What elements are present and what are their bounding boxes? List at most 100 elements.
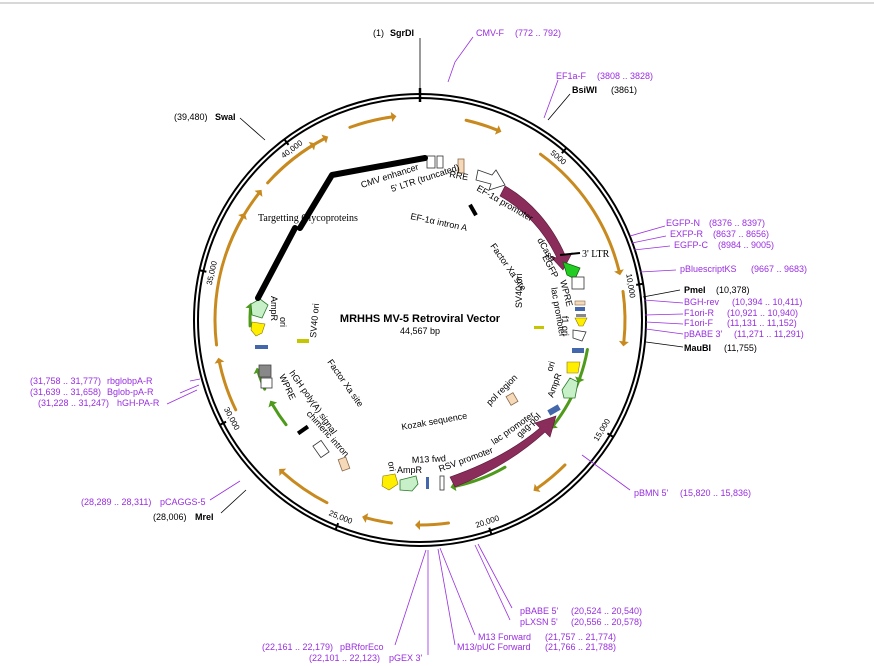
lac-promoter-box-2[interactable] [547,404,561,416]
factor-xa-box-1[interactable] [574,300,586,306]
mrei-range: (28,006) [153,512,187,522]
rbglob-range: (31,758 .. 31,777) [30,376,101,386]
plxsn-range: (20,556 .. 20,578) [571,617,642,627]
orange-arc-9-head [214,357,225,364]
wpre-feature[interactable] [571,276,585,290]
green-arc-3 [271,403,288,427]
pcaggs-name: pCAGGS-5 [160,497,206,507]
hghpa-name: hGH-PA-R [117,398,160,408]
sgrdi-name: SgrDI [390,28,414,38]
ampr-feature-3[interactable] [250,298,269,319]
sv40-ori-marker[interactable] [534,326,544,329]
ori-marker-2[interactable] [566,361,581,374]
rbglob-name: rbglobpA-R [107,376,153,386]
wpre-feature-2b[interactable] [260,377,273,389]
hgh-polya-marker[interactable] [296,424,310,436]
mrei-name: MreI [195,512,214,522]
tick-label-7: 35,000 [205,260,219,286]
m13-fwd-box[interactable] [426,477,429,489]
pbks-range: (9667 .. 9683) [751,264,807,274]
tick-mark-4 [488,527,493,535]
f1orif-name: F1ori-F [684,318,714,328]
ampr-label-1: AmpR [545,371,563,398]
maubi-range: (11,755) [724,343,757,353]
sv40-ori-marker-2[interactable] [297,339,309,343]
ef1af-name: EF1a-F [556,71,587,81]
f1-ori-feature[interactable] [572,329,587,342]
wpre-feature-2[interactable] [258,364,272,378]
green-arc-2 [578,348,589,380]
orange-arc-12-head [254,189,263,197]
pbabe3-name: pBABE 3' [684,329,723,339]
egfpc-range: (8984 .. 9005) [718,240,774,250]
ampr-label-2: AmpR [397,465,423,475]
green-arc-4-head [253,367,264,375]
maubi-leader [645,341,684,348]
ef1af-leader [543,79,559,119]
ltr5-box[interactable] [436,155,444,169]
tick-mark-2 [636,282,644,286]
cmvf-range: (772 .. 792) [515,28,561,38]
ef1a-intron-label: EF-1α intron A [410,211,469,233]
chimeric-intron-box[interactable] [337,456,351,472]
ampr-feature-1[interactable] [561,377,579,399]
hghpa-leader [166,389,198,405]
orange-arc-4 [621,289,627,343]
kozak-label: Kozak sequence [401,411,468,432]
targeting-callout-line-lower [255,225,298,301]
targeting-glycoproteins-annotation: Targetting Glycoproteins [258,213,358,224]
hgh-polya-box[interactable] [312,439,330,459]
cmv-enhancer-box[interactable] [426,155,436,169]
m13-fwd-label: M13 fwd [412,453,446,465]
ef1a-promoter-arrow[interactable] [475,169,506,191]
ef1a-intron-marker[interactable] [468,203,478,217]
ltr3-pointer [559,252,581,256]
rre-label: RRE [449,169,469,182]
sv40-ori-label-2: SV40 ori [308,303,321,338]
maubi-name: MauBI [684,343,711,353]
tick-mark-6 [219,420,227,426]
cmvf-leader [447,36,474,83]
rsv-promoter-box[interactable] [439,475,445,491]
pol-region-box[interactable] [505,392,519,406]
orange-arc-6-head [415,520,420,530]
bghrev-leader [643,299,684,304]
pcaggs-leader [209,480,241,501]
lac-promoter-box-1[interactable] [575,307,585,311]
egfpn-name: EGFP-N [666,218,700,228]
ori-label-1: ori [544,360,557,373]
orange-arc-3 [538,152,621,272]
tick-label-3: 15,000 [592,417,613,443]
swai-range: (39,480) [174,112,208,122]
exfpr-leader [631,235,667,244]
orange-arc-1 [348,115,393,129]
f1ori-marker-small [576,314,586,317]
pbabe5-range: (20,524 .. 20,540) [571,606,642,616]
bsiwi-range: (3861) [611,85,637,95]
sv40-ori-box-2[interactable] [255,345,268,349]
sv40-ori-box-1[interactable] [572,348,584,353]
orange-arc-10 [213,216,244,347]
orange-arc-5-head [533,483,541,493]
pmei-range: (10,378) [716,285,750,295]
orange-arc-2-head [494,125,502,135]
rre-box[interactable] [457,158,465,174]
leader-lines [166,36,684,655]
m13puc-range: (21,766 .. 21,788) [545,642,616,652]
dcas9-orf-arrow[interactable] [499,185,573,271]
rbglob-leader [189,378,201,382]
ampr-feature-2[interactable] [399,475,419,492]
f1-ori-label: f1 ori [560,316,571,336]
gag-pol-orf-arrow[interactable] [449,415,557,488]
green-arc-3-head [268,400,278,408]
m13puc-name: M13/pUC Forward [457,642,531,652]
hgh-polya-label: hGH poly(A) signal [287,368,339,436]
ori-label-3: ori [278,317,288,327]
pmei-name: PmeI [684,285,706,295]
sv40-ori-label-1: SV40 ori [514,273,524,308]
ori-marker-3[interactable] [381,473,399,491]
ori-marker-4[interactable] [250,321,266,337]
factor-xa-label-2: Factor Xa site [325,357,365,408]
egfp-feature[interactable] [562,261,581,280]
ori-marker-1[interactable] [574,317,588,327]
